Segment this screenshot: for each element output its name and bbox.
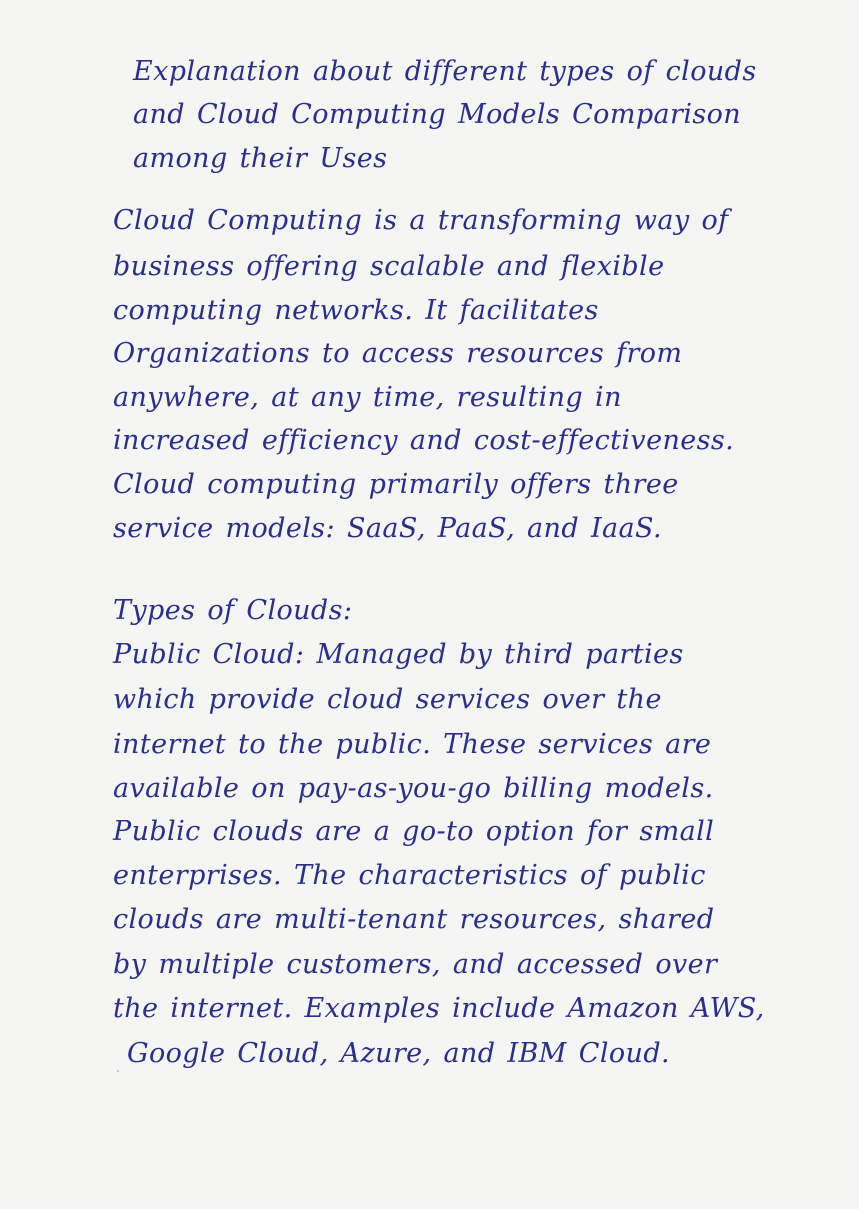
types-line: Public clouds are a go-to option for sma… <box>113 816 715 847</box>
intro-line: Organizations to access resources from <box>113 338 683 369</box>
types-line: internet to the public. These services a… <box>113 729 712 760</box>
stray-ink-dot <box>117 1070 119 1072</box>
types-line: Public Cloud: Managed by third parties <box>113 639 684 670</box>
types-line: by multiple customers, and accessed over <box>113 949 718 980</box>
title-line: among their Uses <box>133 143 388 174</box>
intro-line: Cloud Computing is a transforming way of <box>113 205 729 236</box>
intro-line: computing networks. It facilitates <box>113 295 599 326</box>
intro-line: business offering scalable and flexible <box>113 251 665 282</box>
intro-line: Cloud computing primarily offers three <box>113 469 679 500</box>
types-line: clouds are multi-tenant resources, share… <box>113 904 715 935</box>
intro-line: service models: SaaS, PaaS, and IaaS. <box>113 513 662 544</box>
intro-line: increased efficiency and cost-effectiven… <box>113 425 735 456</box>
types-line: which provide cloud services over the <box>113 684 662 715</box>
types-line: available on pay-as-you-go billing model… <box>113 773 714 804</box>
types-line: enterprises. The characteristics of publ… <box>113 860 706 891</box>
title-line: and Cloud Computing Models Comparison <box>133 99 742 130</box>
title-line: Explanation about different types of clo… <box>133 56 757 87</box>
intro-line: anywhere, at any time, resulting in <box>113 382 622 413</box>
types-line: Google Cloud, Azure, and IBM Cloud. <box>127 1038 671 1069</box>
types-line: the internet. Examples include Amazon AW… <box>113 993 765 1024</box>
section-heading: Types of Clouds: <box>113 595 353 626</box>
